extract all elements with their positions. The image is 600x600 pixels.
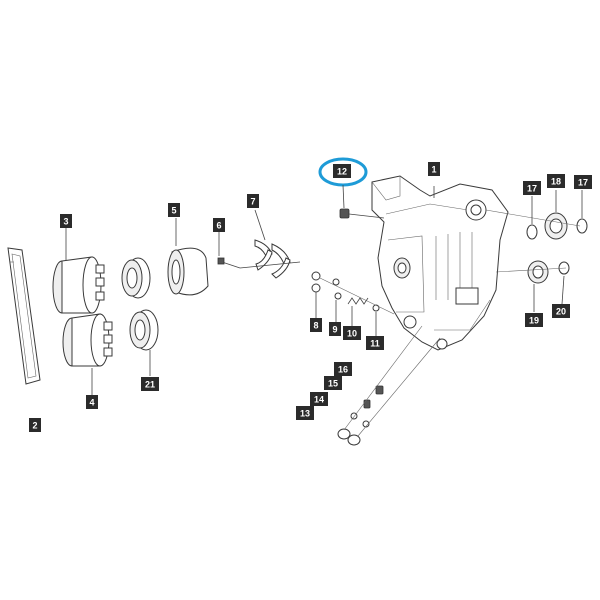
callout-3: 3 bbox=[60, 214, 72, 228]
svg-text:12: 12 bbox=[337, 167, 347, 177]
part-gasket bbox=[7, 247, 41, 385]
svg-text:13: 13 bbox=[300, 409, 310, 419]
svg-text:5: 5 bbox=[171, 206, 176, 216]
svg-text:10: 10 bbox=[347, 329, 357, 339]
callout-4: 4 bbox=[86, 395, 98, 409]
callout-7: 7 bbox=[247, 194, 259, 208]
callout-5: 5 bbox=[168, 203, 180, 217]
svg-text:1: 1 bbox=[431, 165, 436, 175]
callout-16: 16 bbox=[334, 362, 352, 376]
part-plug-13 bbox=[337, 428, 361, 446]
callout-8: 8 bbox=[310, 318, 322, 332]
part-ball-11 bbox=[372, 304, 380, 312]
callout-13: 13 bbox=[296, 406, 314, 420]
svg-text:19: 19 bbox=[529, 316, 539, 326]
callout-9: 9 bbox=[329, 322, 341, 336]
svg-text:14: 14 bbox=[314, 395, 324, 405]
part-seal-19 bbox=[527, 260, 549, 284]
svg-text:16: 16 bbox=[338, 365, 348, 375]
svg-text:3: 3 bbox=[63, 217, 68, 227]
svg-text:17: 17 bbox=[578, 178, 588, 188]
callout-10: 10 bbox=[343, 326, 361, 340]
callout-12-highlighted[interactable]: 12 bbox=[318, 157, 368, 187]
svg-text:2: 2 bbox=[32, 421, 37, 431]
part-rotor-lower bbox=[62, 313, 113, 367]
part-bearing-lower bbox=[129, 309, 159, 351]
svg-text:4: 4 bbox=[89, 398, 94, 408]
svg-text:11: 11 bbox=[370, 339, 380, 349]
svg-text:7: 7 bbox=[250, 197, 255, 207]
callout-20: 20 bbox=[552, 304, 570, 318]
callout-14: 14 bbox=[310, 392, 328, 406]
callout-1: 1 bbox=[428, 162, 440, 176]
part-plug bbox=[339, 208, 385, 219]
part-circlip-17a bbox=[526, 224, 538, 240]
callout-2: 2 bbox=[29, 418, 41, 432]
callout-11: 11 bbox=[366, 336, 384, 350]
svg-text:8: 8 bbox=[313, 321, 318, 331]
callout-17b: 17 bbox=[574, 175, 592, 189]
callout-18: 18 bbox=[547, 174, 565, 188]
part-circlip-17b bbox=[576, 218, 588, 234]
part-housing-cap bbox=[167, 247, 209, 296]
part-spring-10 bbox=[347, 297, 369, 305]
callout-15: 15 bbox=[324, 376, 342, 390]
part-bearing-upper bbox=[121, 257, 151, 299]
callout-19: 19 bbox=[525, 313, 543, 327]
part-washers-8 bbox=[311, 271, 321, 293]
part-main-housing bbox=[371, 175, 509, 351]
part-oring-14 bbox=[350, 412, 370, 428]
svg-text:20: 20 bbox=[556, 307, 566, 317]
svg-text:21: 21 bbox=[145, 380, 155, 390]
callout-21: 21 bbox=[141, 377, 159, 391]
part-half-shells bbox=[254, 239, 291, 279]
part-oring-9 bbox=[332, 278, 342, 300]
svg-text:15: 15 bbox=[328, 379, 338, 389]
part-bearing-18 bbox=[544, 212, 568, 240]
callout-6: 6 bbox=[213, 218, 225, 232]
svg-text:17: 17 bbox=[527, 184, 537, 194]
part-screw bbox=[217, 257, 241, 269]
part-spring-15 bbox=[363, 399, 371, 409]
svg-text:6: 6 bbox=[216, 221, 221, 231]
part-rotor-upper bbox=[52, 256, 105, 314]
part-ball-16 bbox=[375, 385, 384, 395]
callout-17a: 17 bbox=[523, 181, 541, 195]
svg-text:9: 9 bbox=[332, 325, 337, 335]
svg-text:18: 18 bbox=[551, 177, 561, 187]
